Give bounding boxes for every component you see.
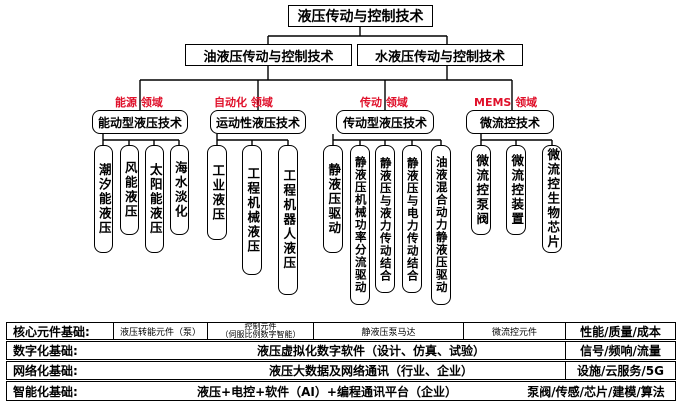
category-transmission: 传动型液压技术 [336, 110, 434, 134]
leaf-microfluidic-biochip: 微流控生物芯片 [542, 145, 562, 253]
title-box: 液压传动与控制技术 [288, 5, 433, 27]
leaf-microfluidic-device: 微流控装置 [506, 145, 526, 235]
foundation-intelligent-row: 智能化基础: 液压+电控+软件（AI）+编程通讯平台（企业） 泵阀/传感/芯片/… [6, 381, 676, 401]
foundation-digital-row: 数字化基础: 液压虚拟化数字软件（设计、仿真、试验） 信号/频响/流量 [6, 341, 676, 360]
domain-label-energy: 能源 领域 [115, 96, 163, 109]
category-motion: 运动性液压技术 [210, 110, 306, 134]
core-row-label: 核心元件基础: [13, 324, 90, 339]
leaf-hydrodynamic-combo: 静液压与液力传动结合 [375, 145, 395, 293]
leaf-hybrid-hydrostatic: 油液混合动力静液压驱动 [431, 145, 451, 305]
water-hydraulics-box: 水液压传动与控制技术 [357, 44, 523, 66]
leaf-microfluidic-valve: 微流控泵阀 [471, 145, 491, 235]
leaf-tidal-hydraulics: 潮汐能液压 [94, 145, 113, 253]
diagram-title: 液压传动与控制技术 [297, 9, 424, 25]
domain-label-automation: 自动化 领域 [214, 96, 273, 109]
network-row-metrics: 设施/云服务/5G [565, 362, 675, 379]
leaf-wind-hydraulics: 风能液压 [120, 145, 139, 235]
domain-label-mems: MEMS 领域 [474, 96, 538, 109]
leaf-power-split-drive: 静液压机械功率分流驱动 [350, 145, 370, 305]
core-item-micro: 微流控元件 [463, 323, 565, 339]
core-row-metrics: 性能/质量/成本 [565, 323, 675, 339]
intelligent-row-metrics: 泵阀/传感/芯片/建模/算法 [527, 384, 665, 399]
network-row-label: 网络化基础: [13, 364, 78, 378]
leaf-solar-hydraulics: 太阳能液压 [145, 145, 164, 253]
digital-row-center: 液压虚拟化数字软件（设计、仿真、试验） [256, 344, 485, 358]
core-item-control: 控制元件 （伺服比例数字智能） [207, 322, 313, 339]
category-microfluidic: 微流控技术 [466, 110, 554, 134]
digital-row-metrics: 信号/频响/流量 [565, 342, 675, 359]
oil-hydraulics-label: 油液压传动与控制技术 [203, 49, 334, 65]
core-item-pump: 液压转能元件（泵） [113, 323, 207, 339]
digital-row-label: 数字化基础: [13, 344, 78, 358]
leaf-hydrostatic-drive: 静液压驱动 [323, 145, 343, 253]
leaf-construction-robot: 工程机器人液压 [278, 145, 298, 295]
network-row-center: 液压大数据及网络通讯（行业、企业） [268, 364, 473, 378]
leaf-construction-machinery: 工程机械液压 [242, 145, 262, 275]
intelligent-row-center: 液压+电控+软件（AI）+编程通讯平台（企业） [197, 384, 457, 399]
core-item-motor: 静液压泵马达 [313, 323, 463, 339]
intelligent-row-label: 智能化基础: [13, 384, 78, 399]
category-energy: 能动型液压技术 [92, 110, 188, 134]
foundation-core-row: 核心元件基础: 液压转能元件（泵） 控制元件 （伺服比例数字智能） 静液压泵马达… [6, 322, 676, 340]
leaf-industrial-hydraulics: 工业液压 [207, 145, 227, 240]
foundation-network-row: 网络化基础: 液压大数据及网络通讯（行业、企业） 设施/云服务/5G [6, 361, 676, 380]
domain-label-transmission: 传动 领域 [360, 96, 408, 109]
oil-hydraulics-box: 油液压传动与控制技术 [185, 44, 352, 66]
leaf-desalination: 海水淡化 [170, 145, 189, 235]
water-hydraulics-label: 水液压传动与控制技术 [374, 49, 505, 65]
leaf-electric-combo: 静液压与电力传动结合 [402, 145, 422, 293]
